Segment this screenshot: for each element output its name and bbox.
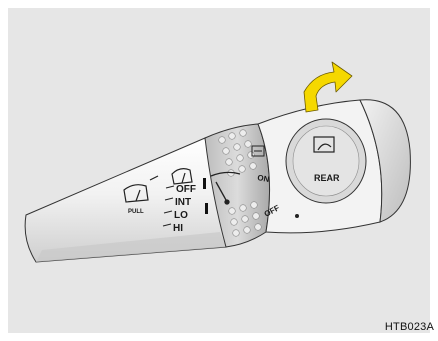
knob-indicator-dot [295, 214, 299, 218]
wiper-position-int: INT [175, 197, 191, 208]
wiper-position-hi: HI [173, 223, 183, 234]
pull-label: PULL [128, 209, 144, 215]
rear-label: REAR [314, 173, 340, 183]
figure-code-caption: HTB023A [385, 321, 434, 333]
wiper-position-lo: LO [174, 210, 188, 221]
wiper-position-off: OFF [176, 184, 196, 195]
